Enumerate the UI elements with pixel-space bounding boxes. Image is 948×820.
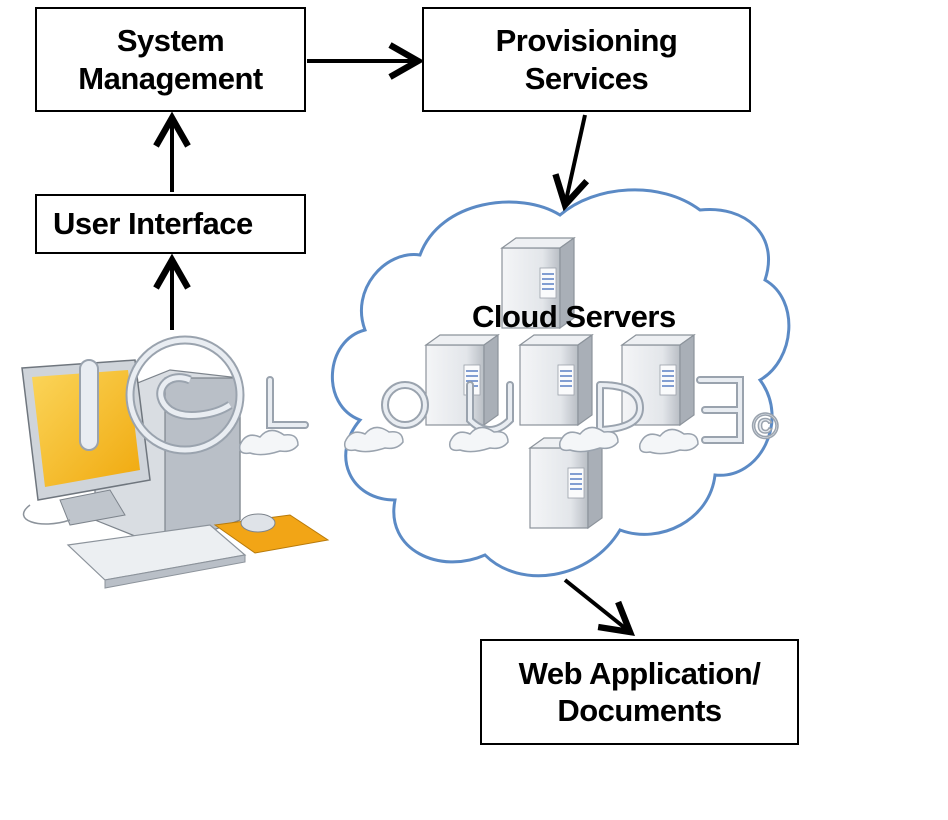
web-application-box: Web Application/ Documents (480, 639, 799, 745)
web-application-line1: Web Application/ (518, 655, 761, 691)
desktop-computer-icon (21, 359, 330, 589)
server-icon (621, 334, 695, 426)
provisioning-services-box: Provisioning Services (422, 7, 751, 112)
web-application-line2: Documents (557, 693, 722, 728)
server-icon (529, 437, 603, 529)
arrow-provisioning-to-cloud (552, 114, 590, 212)
server-icon (519, 334, 593, 426)
cloud-servers-label: Cloud Servers (472, 299, 676, 334)
server-icon (425, 334, 499, 426)
system-management-line1: System (116, 23, 225, 59)
system-management-box: System Management (35, 7, 306, 112)
system-management-line2: Management (78, 60, 263, 96)
cloud9-logo (79, 335, 245, 455)
user-interface-label: User Interface (53, 206, 253, 242)
provisioning-services-line2: Services (524, 60, 649, 96)
arrow-cloud-to-web (563, 578, 636, 637)
copyright-mark: © (752, 405, 779, 446)
logo-puffs (238, 426, 699, 456)
user-interface-box: User Interface (35, 194, 306, 254)
provisioning-services-line1: Provisioning (495, 23, 678, 59)
